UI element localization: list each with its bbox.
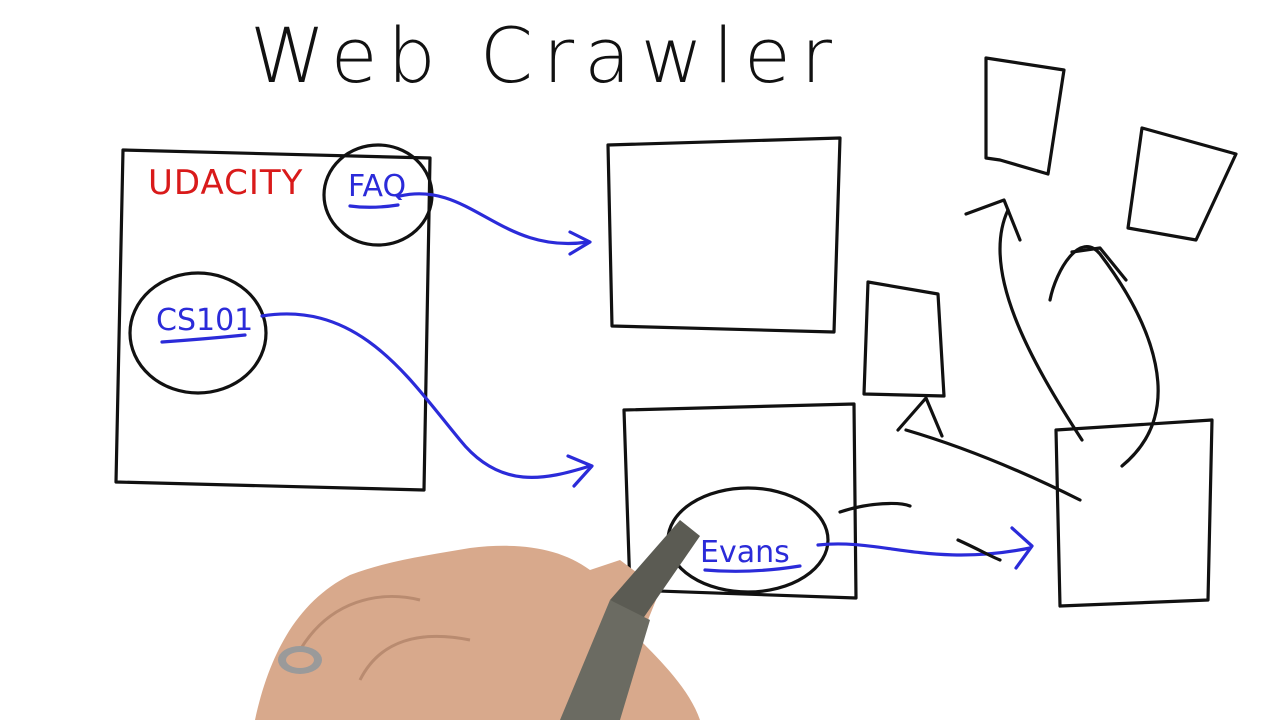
- crawled-page-3: [862, 280, 946, 398]
- evans-link-label: Evans: [700, 535, 790, 570]
- faq-link-label: FAQ: [348, 169, 406, 204]
- cs101-link-label: CS101: [156, 303, 253, 338]
- seed-page: UDACITY FAQ CS101: [114, 143, 434, 492]
- crawl-stroke-1: [838, 501, 912, 514]
- faq-link-underline: [348, 203, 400, 209]
- cs101-target-page: Evans: [622, 402, 858, 600]
- presenter-hand: [255, 520, 700, 720]
- crawl-arrowhead-page-2: [1070, 246, 1128, 282]
- evans-link-underline: [703, 564, 802, 573]
- cs101-link-arrow: [260, 312, 592, 479]
- crawl-arrowhead-page-3: [896, 396, 944, 438]
- evans-link-arrow: [816, 542, 1032, 557]
- udacity-logo: UDACITY: [148, 163, 303, 203]
- crawl-arrow-to-page-3: [904, 428, 1082, 502]
- crawl-stroke-2: [956, 538, 1002, 562]
- cs101-target-page-box: [622, 402, 858, 600]
- faq-link-arrow: [398, 192, 590, 246]
- cs101-link-circle: [128, 271, 268, 395]
- crawl-arrowhead-page-1: [964, 198, 1022, 242]
- crawled-page-1: [984, 56, 1066, 176]
- crawl-arrow-to-page-1: [998, 208, 1084, 442]
- faq-arrowhead: [568, 230, 592, 256]
- cs101-arrowhead: [566, 454, 594, 488]
- faq-target-page: [606, 136, 842, 334]
- diagram-title: Web Crawler: [250, 11, 842, 100]
- cs101-link-underline: [160, 333, 247, 344]
- crawled-page-2: [1126, 126, 1238, 242]
- evans-arrowhead: [1010, 526, 1034, 570]
- seed-page-box: [114, 148, 432, 492]
- marker-icon: [610, 520, 700, 620]
- crawled-page-4: [1054, 418, 1214, 608]
- crawl-arrow-to-page-2: [1048, 245, 1160, 468]
